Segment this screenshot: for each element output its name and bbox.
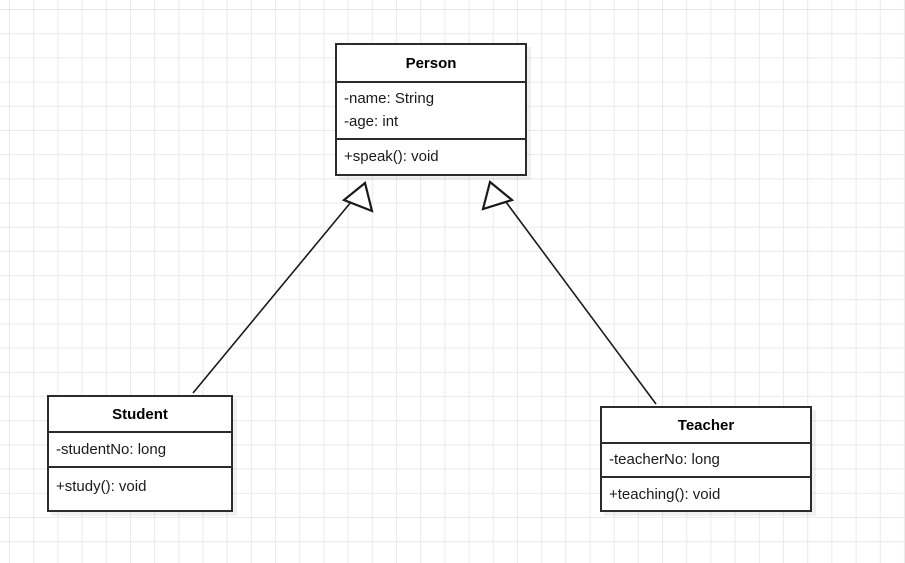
uml-class-person[interactable]: Person -name: String -age: int +speak():… bbox=[335, 43, 527, 176]
generalization-teacher-person[interactable] bbox=[481, 180, 657, 405]
generalization-student-person[interactable] bbox=[192, 181, 374, 394]
attributes-compartment-person: -name: String -age: int bbox=[337, 81, 525, 138]
class-name-person: Person bbox=[405, 54, 457, 72]
hollow-triangle-arrowhead-icon bbox=[481, 180, 515, 211]
operations-compartment-student: +study(): void bbox=[49, 466, 231, 512]
generalization-line-student bbox=[192, 195, 357, 394]
attribute-item: -teacherNo: long bbox=[609, 451, 720, 469]
operation-item: +teaching(): void bbox=[609, 486, 721, 504]
operations-compartment-person: +speak(): void bbox=[337, 138, 525, 174]
operation-item: +speak(): void bbox=[344, 148, 439, 166]
attributes-compartment-student: -studentNo: long bbox=[49, 431, 231, 466]
class-name-teacher: Teacher bbox=[677, 416, 735, 434]
operations-compartment-teacher: +teaching(): void bbox=[602, 476, 810, 512]
attribute-item: -name: String bbox=[344, 90, 435, 107]
class-name-student: Student bbox=[112, 405, 168, 423]
generalization-line-teacher bbox=[502, 197, 657, 405]
uml-class-student[interactable]: Student -studentNo: long +study(): void bbox=[47, 395, 233, 512]
attribute-item: -studentNo: long bbox=[56, 440, 167, 458]
uml-class-teacher[interactable]: Teacher -teacherNo: long +teaching(): vo… bbox=[600, 406, 812, 512]
hollow-triangle-arrowhead-icon bbox=[341, 181, 374, 213]
attribute-item: -age: int bbox=[344, 112, 399, 130]
attributes-compartment-teacher: -teacherNo: long bbox=[602, 442, 810, 476]
operation-item: +study(): void bbox=[56, 478, 147, 495]
